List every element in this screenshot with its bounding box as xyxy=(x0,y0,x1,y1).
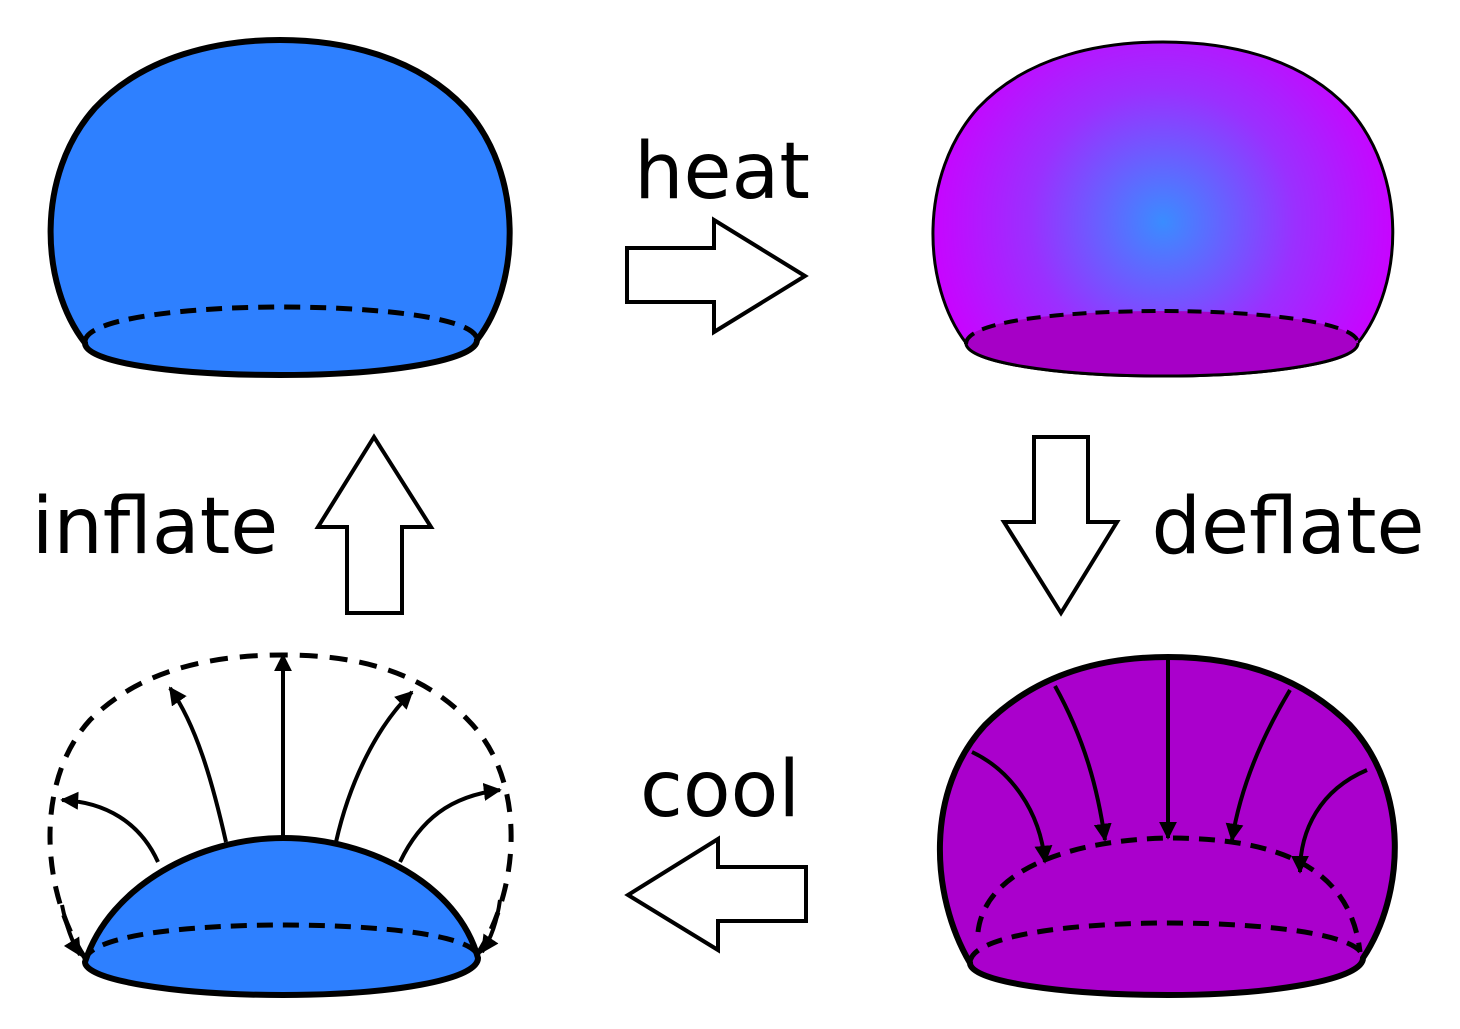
hollow-arrow-down-icon xyxy=(1000,435,1121,617)
balloon-base-rim xyxy=(967,920,1366,964)
hollow-arrow-up-icon xyxy=(314,433,435,615)
inward-arrows xyxy=(971,658,1368,874)
hollow-arrow-right-icon xyxy=(625,216,809,336)
balloon-base-rim xyxy=(964,308,1360,345)
outward-arrow xyxy=(60,904,82,957)
inward-arrow xyxy=(1225,688,1292,842)
inward-arrow xyxy=(1053,685,1112,842)
label-deflate: deflate xyxy=(1152,482,1425,572)
hollow-arrow-left-icon xyxy=(624,835,808,954)
balloon-base-edge xyxy=(964,342,1360,378)
label-cool: cool xyxy=(640,745,800,835)
balloon-body xyxy=(47,36,513,379)
outward-arrow xyxy=(480,899,502,954)
balloon-base xyxy=(966,311,1358,376)
deflated-outline xyxy=(975,835,1363,953)
balloon-body xyxy=(81,834,482,999)
balloon-base-rim xyxy=(82,304,480,343)
balloon-deflating xyxy=(936,653,1398,999)
outward-arrow xyxy=(60,791,160,863)
label-heat: heat xyxy=(634,127,810,217)
label-inflate: inflate xyxy=(32,482,279,572)
outward-arrow xyxy=(398,783,502,863)
inward-arrow xyxy=(971,750,1053,864)
balloon-inflated-cool xyxy=(47,36,513,379)
outward-arrow xyxy=(334,690,414,843)
inward-arrow xyxy=(1291,768,1368,874)
outward-arrows xyxy=(60,653,502,957)
balloon-deflated-cool xyxy=(47,652,514,999)
outward-arrow xyxy=(168,686,228,843)
balloon-heated xyxy=(931,40,1395,378)
balloon-base-rim xyxy=(82,922,481,963)
